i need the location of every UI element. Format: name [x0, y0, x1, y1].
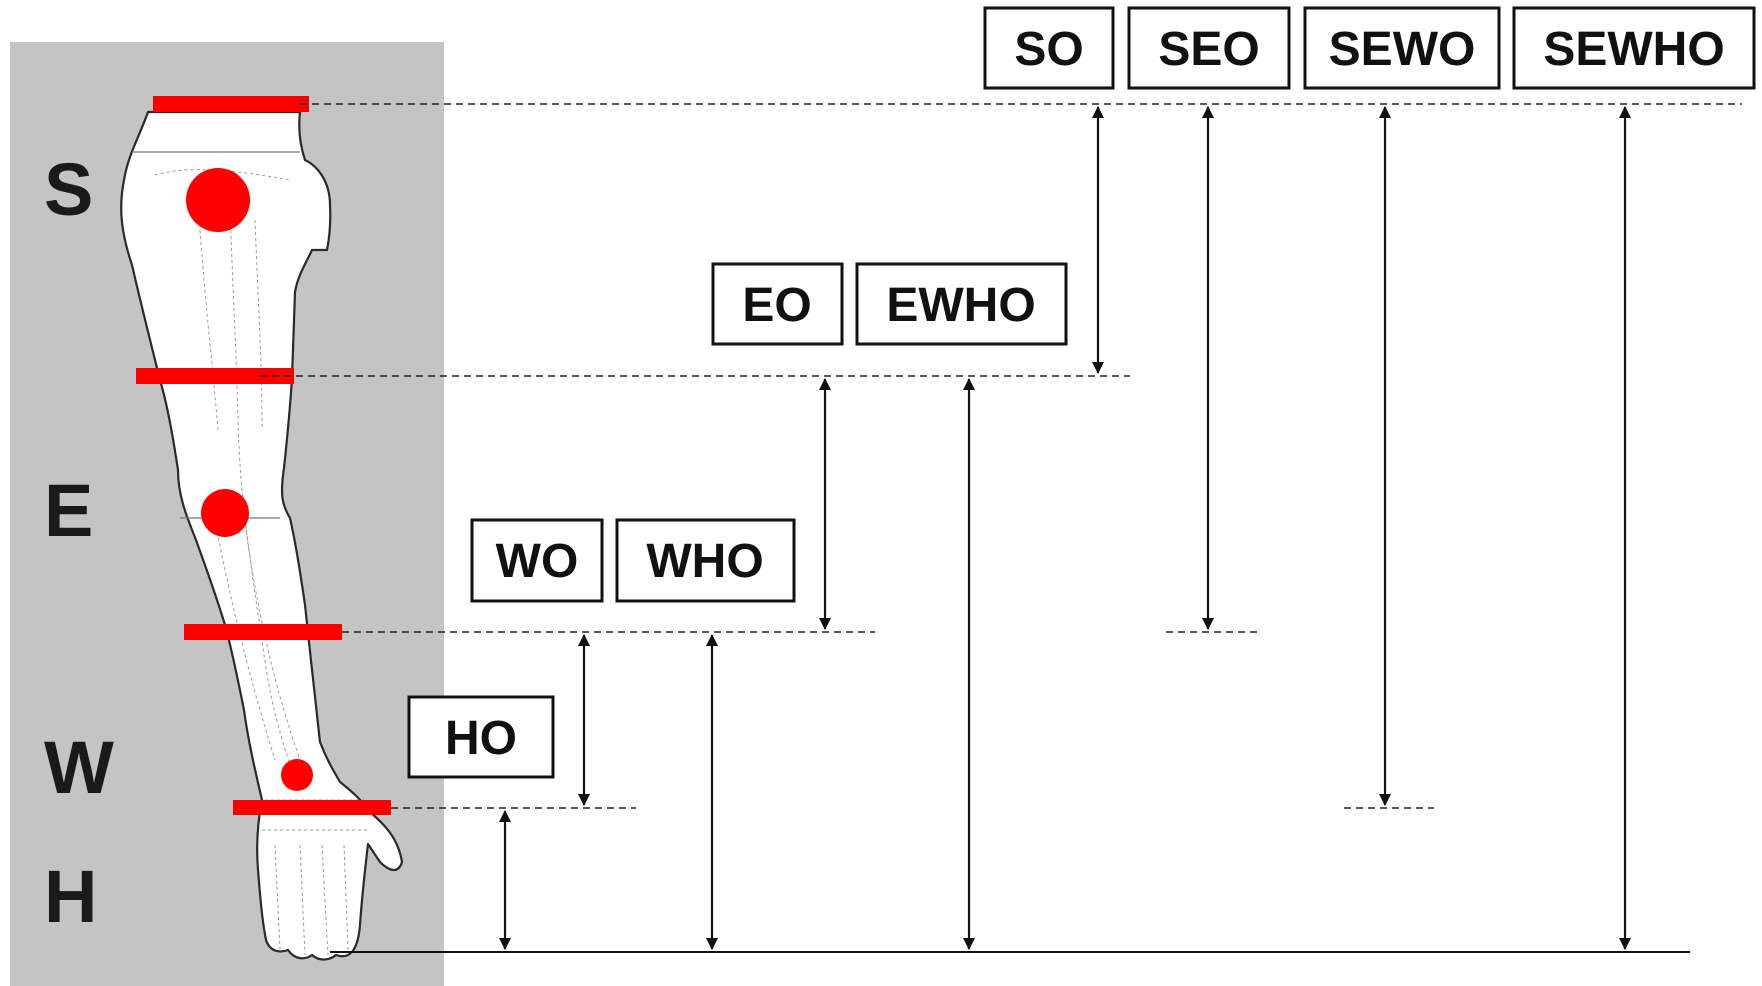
joint-label-elbow: E [44, 469, 93, 552]
shoulder-marker-bar [153, 96, 309, 112]
joint-marker-icon [186, 168, 313, 791]
wrist-marker-bar [233, 800, 391, 815]
joint-label-wrist: W [44, 726, 114, 809]
orthosis-labels: SO SEO SEWO SEWHO EO EWHO WO WHO [407, 6, 1756, 779]
wo-label-box: WO [470, 518, 604, 603]
ewho-label-box: EWHO [855, 262, 1068, 346]
so-label: SO [1014, 23, 1083, 76]
shoulder-joint-dot [186, 168, 250, 232]
wo-label: WO [496, 535, 579, 588]
segment-markers [136, 96, 391, 815]
sewo-label-box: SEWO [1303, 6, 1501, 90]
ho-label-box: HO [407, 695, 555, 779]
ho-label: HO [445, 712, 517, 765]
seo-label-box: SEO [1127, 6, 1291, 90]
who-label-box: WHO [615, 518, 796, 603]
joint-label-shoulder: S [44, 148, 93, 231]
seo-label: SEO [1158, 23, 1259, 76]
ewho-label: EWHO [886, 279, 1035, 332]
range-arrows [499, 106, 1631, 950]
sewho-label-box: SEWHO [1512, 6, 1756, 90]
joint-label-hand: H [44, 855, 97, 938]
sewo-label: SEWO [1329, 23, 1476, 76]
reference-lines [260, 103, 1742, 953]
sewho-label: SEWHO [1543, 23, 1724, 76]
elbow-joint-dot [201, 489, 249, 537]
so-label-box: SO [983, 6, 1115, 90]
forearm-marker-bar [184, 624, 342, 640]
elbow-upper-marker-bar [136, 368, 294, 384]
eo-label: EO [742, 279, 811, 332]
who-label: WHO [646, 535, 763, 588]
wrist-joint-dot [281, 759, 313, 791]
eo-label-box: EO [711, 262, 844, 346]
